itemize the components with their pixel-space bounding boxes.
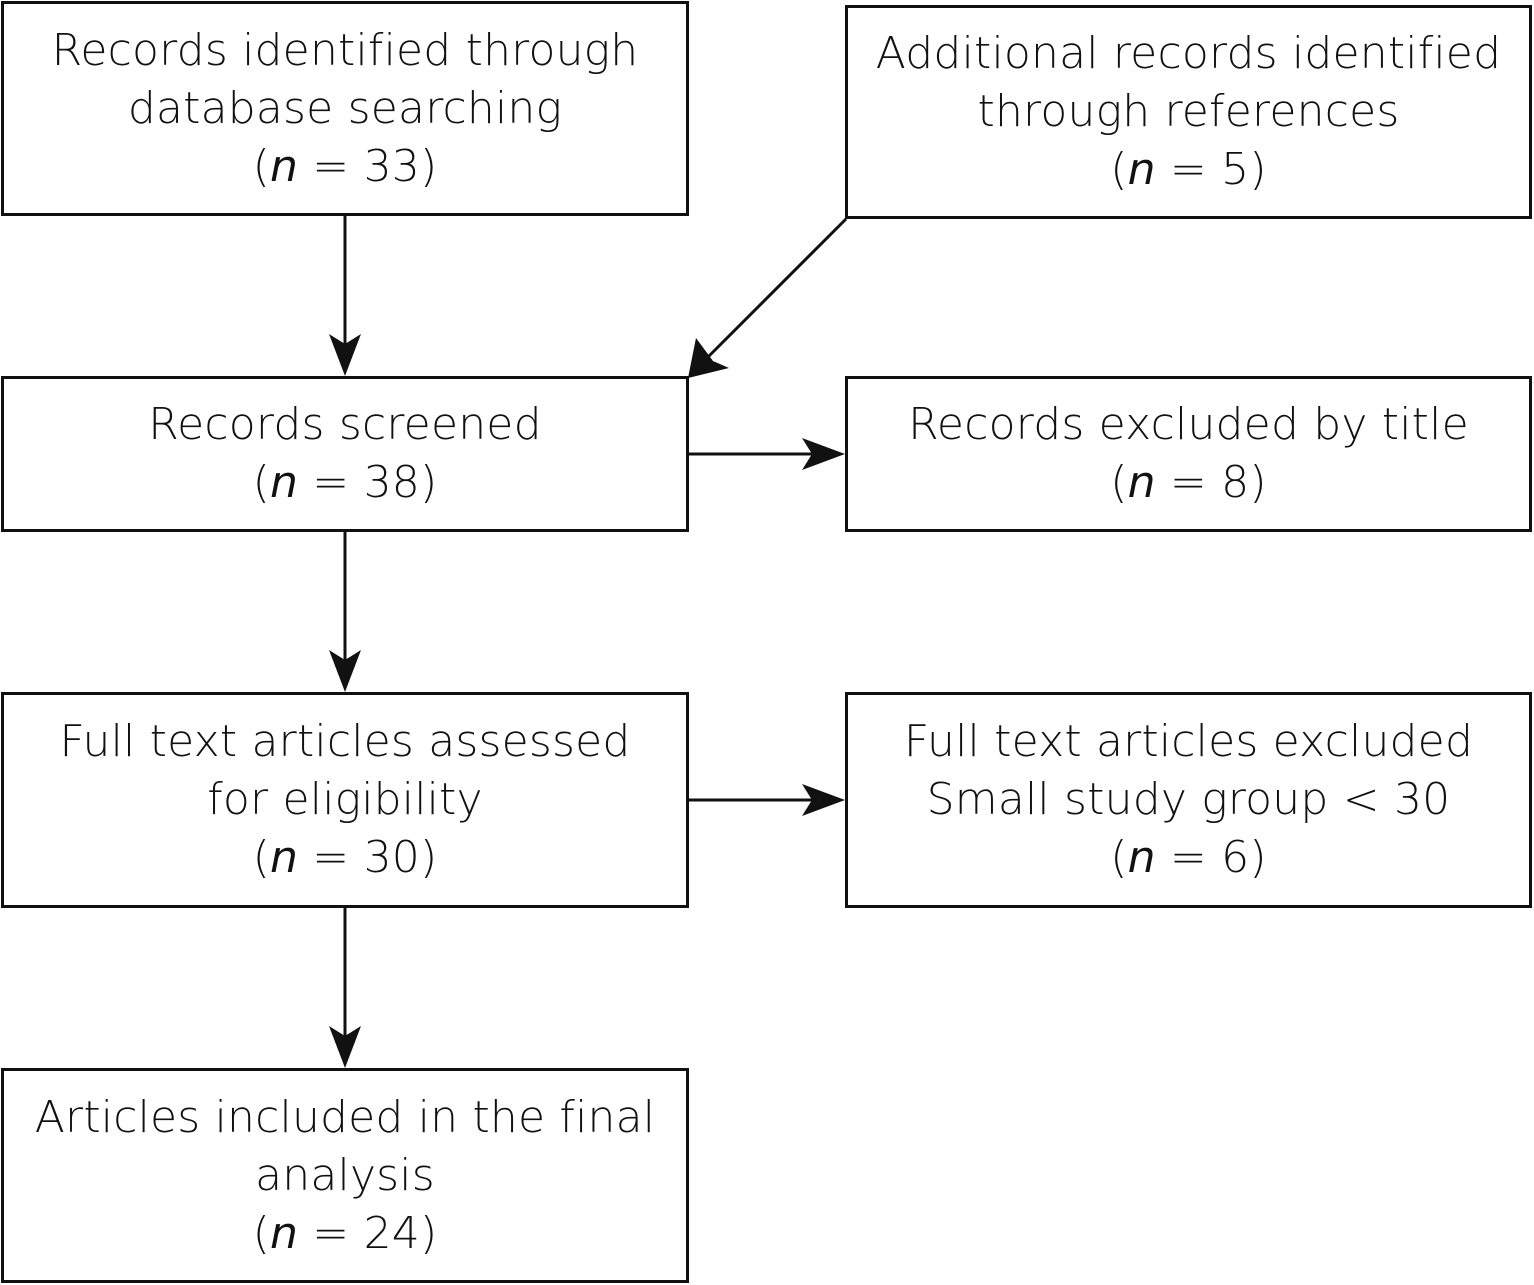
arrowhead-down-2 [329,650,361,692]
box-line: Full text articles assessed [59,716,631,767]
count-value: 5 [1221,144,1250,195]
box-line: for eligibility [207,774,483,825]
box-line: Articles included in the final [34,1091,656,1143]
count-label: (n = 5) [1110,144,1267,195]
arrowhead-down-1 [329,334,361,376]
arrow-additional-to-screened [704,217,848,361]
box-records-excluded-title: Records excluded by title (n = 8) [845,376,1532,532]
count-label: (n = 6) [1110,832,1267,883]
box-additional-records-text: Additional records identified through re… [876,25,1501,199]
arrowhead-right-1 [802,438,845,470]
count-value: 38 [363,457,420,508]
box-line: Records identified through [51,24,639,76]
box-fulltext-assessed: Full text articles assessed for eligibil… [1,692,689,908]
box-articles-included: Articles included in the final analysis … [1,1068,689,1283]
box-records-identified: Records identified through database sear… [1,1,689,216]
arrowhead-right-2 [802,784,845,816]
box-records-identified-text: Records identified through database sear… [52,22,639,196]
box-articles-included-text: Articles included in the final analysis … [35,1089,655,1263]
count-value: 8 [1221,457,1250,508]
n-symbol: n [270,457,299,508]
n-symbol: n [1127,144,1156,195]
box-fulltext-assessed-text: Full text articles assessed for eligibil… [59,713,630,887]
box-records-excluded-title-text: Records excluded by title (n = 8) [908,396,1469,512]
count-label: (n = 24) [252,1207,438,1259]
n-symbol: n [1127,832,1156,883]
n-symbol: n [270,1207,299,1259]
box-line: analysis [255,1149,435,1201]
box-line: database searching [127,82,563,134]
box-fulltext-excluded-text: Full text articles excluded Small study … [904,713,1473,887]
box-line: Additional records identified [875,28,1502,79]
n-symbol: n [1127,457,1156,508]
count-label: (n = 30) [252,832,438,883]
box-line: Full text articles excluded [903,716,1474,767]
count-value: 33 [363,140,420,192]
arrowhead-down-3 [329,1026,361,1068]
box-fulltext-excluded: Full text articles excluded Small study … [845,692,1532,908]
count-label: (n = 33) [252,140,438,192]
box-records-screened-text: Records screened (n = 38) [148,396,541,512]
count-value: 24 [363,1207,420,1259]
box-line: Records excluded by title [908,399,1469,450]
box-additional-records: Additional records identified through re… [845,5,1532,219]
arrowhead-diagonal [688,338,729,378]
box-line: Small study group < 30 [926,774,1451,825]
box-line: Records screened [148,399,542,450]
n-symbol: n [270,832,299,883]
box-line: through references [977,86,1400,137]
box-records-screened: Records screened (n = 38) [1,376,689,532]
count-label: (n = 8) [1110,457,1267,508]
count-value: 6 [1221,832,1250,883]
count-value: 30 [363,832,420,883]
count-label: (n = 38) [252,457,438,508]
n-symbol: n [270,140,299,192]
